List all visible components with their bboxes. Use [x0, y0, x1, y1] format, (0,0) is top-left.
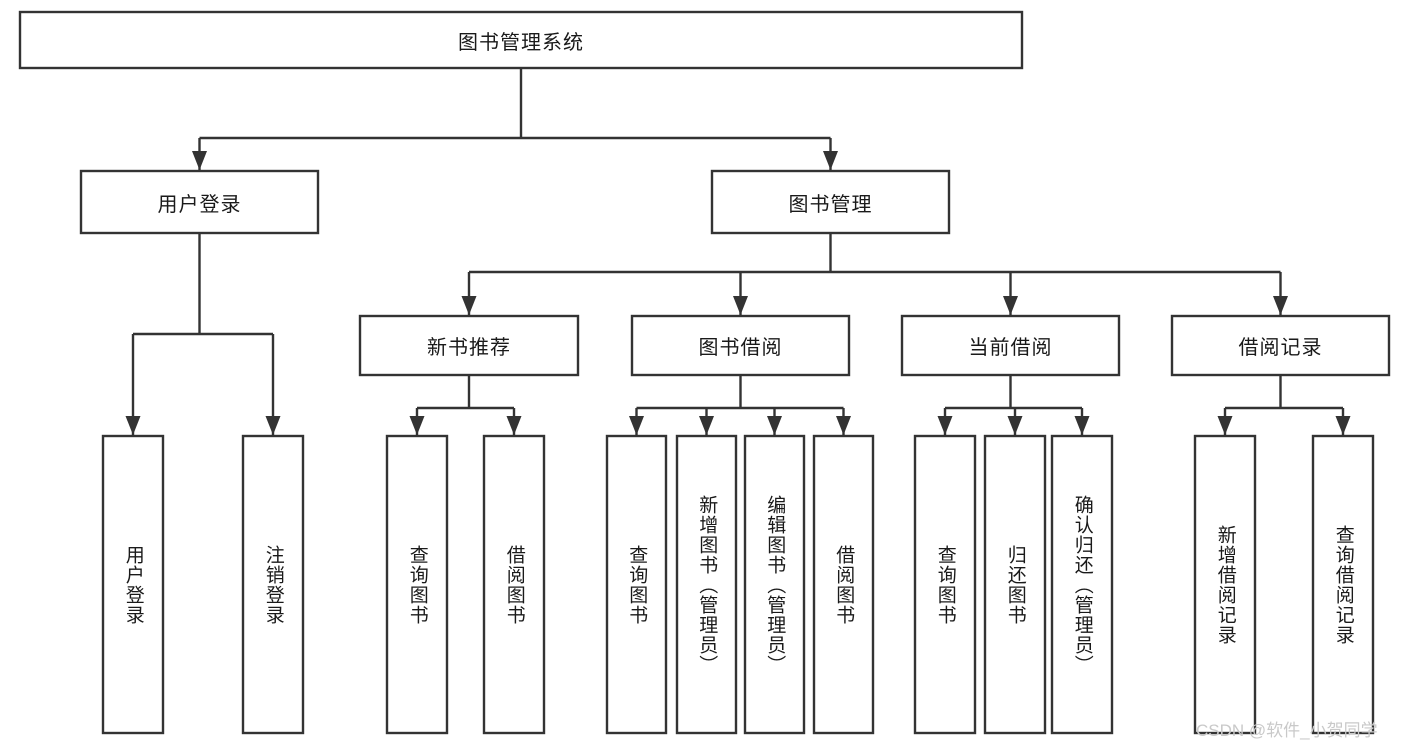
connector-layer [125, 68, 1351, 435]
node-box-leaf-query-book-borrow[interactable] [605, 434, 668, 735]
node-box-borrow-records[interactable] [1170, 314, 1391, 377]
arrow-head-icon [409, 416, 425, 435]
arrow-head-icon [265, 416, 281, 435]
arrow-head-icon [937, 416, 953, 435]
arrow-head-icon [461, 296, 477, 315]
node-box-current-borrow[interactable] [900, 314, 1121, 377]
arrow-head-icon [506, 416, 522, 435]
node-box-leaf-confirm-return[interactable] [1050, 434, 1114, 735]
node-box-root[interactable] [18, 10, 1024, 70]
arrow-head-icon [767, 416, 782, 435]
node-box-leaf-add-borrow-record[interactable] [1193, 434, 1257, 735]
node-box-leaf-borrow-book[interactable] [812, 434, 875, 735]
arrow-head-icon [733, 296, 748, 315]
node-box-book-manage[interactable] [710, 169, 951, 235]
node-box-leaf-user-login[interactable] [101, 434, 165, 735]
node-box-leaf-logout[interactable] [241, 434, 305, 735]
arrow-head-icon [1335, 416, 1351, 435]
node-box-new-book-recommend[interactable] [358, 314, 580, 377]
node-box-book-borrow[interactable] [630, 314, 851, 377]
arrow-head-icon [1007, 416, 1023, 435]
arrow-head-icon [1273, 296, 1288, 315]
node-box-leaf-query-book-current[interactable] [913, 434, 977, 735]
arrow-head-icon [823, 151, 838, 170]
arrow-head-icon [1074, 416, 1090, 435]
node-box-leaf-add-book[interactable] [675, 434, 738, 735]
node-box-leaf-query-book-recommend[interactable] [385, 434, 449, 735]
arrow-head-icon [1217, 416, 1233, 435]
node-box-leaf-return-book[interactable] [983, 434, 1047, 735]
arrow-head-icon [629, 416, 644, 435]
node-box-layer [18, 10, 1391, 735]
node-box-user-login[interactable] [79, 169, 320, 235]
arrow-head-icon [699, 416, 714, 435]
node-box-leaf-borrow-book-recommend[interactable] [482, 434, 546, 735]
arrow-head-icon [125, 416, 141, 435]
arrow-head-icon [192, 151, 207, 170]
arrow-head-icon [836, 416, 851, 435]
node-box-leaf-query-borrow-record[interactable] [1311, 434, 1375, 735]
node-box-leaf-edit-book[interactable] [743, 434, 806, 735]
arrow-head-icon [1003, 296, 1018, 315]
